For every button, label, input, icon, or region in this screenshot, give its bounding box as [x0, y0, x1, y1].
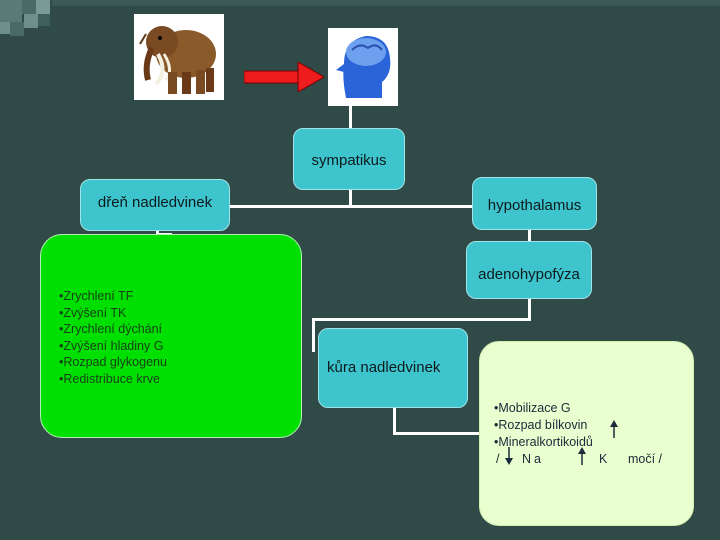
up-arrow-icon [609, 420, 619, 438]
sympathetic-effects-panel: •Zrychlení TF •Zvýšení TK •Zrychlení dýc… [40, 234, 302, 438]
down-arrow-icon [504, 447, 514, 465]
hypothalamus-node: hypothalamus [472, 177, 597, 230]
kura-nadledvinek-node: kůra nadledvinek [318, 328, 468, 408]
hypothalamus-label: hypothalamus [487, 197, 582, 214]
sympathetic-effects-list: •Zrychlení TF •Zvýšení TK •Zrychlení dýc… [59, 288, 167, 387]
adenohypofyza-label: adenohypofýza [478, 266, 580, 283]
sympatikus-label: sympatikus [311, 152, 387, 169]
brain-head-image [328, 28, 398, 106]
up-arrow-icon [577, 447, 587, 465]
moci-label: močí / [628, 452, 663, 466]
list-item: •Zrychlení dýchání [59, 322, 163, 336]
list-item: •Mineralkortikoidů [494, 435, 593, 449]
k-label: K [599, 452, 608, 466]
kura-nadledvinek-label: kůra nadledvinek [327, 359, 441, 376]
red-arrow-icon [243, 61, 326, 93]
sympatikus-node: sympatikus [293, 128, 405, 190]
list-item: •Rozpad bílkovin [494, 418, 588, 432]
slash-left: / [496, 452, 500, 466]
list-item: •Redistribuce krve [59, 371, 160, 386]
adenohypofyza-node: adenohypofýza [466, 241, 592, 299]
dren-nadledvinek-label: dřeň nadledvinek [97, 194, 213, 211]
list-item: / Na K močí / [494, 451, 704, 468]
list-item: •Zrychlení TF [59, 289, 134, 303]
dren-nadledvinek-node: dřeň nadledvinek [80, 179, 230, 231]
list-item: •Rozpad glykogenu [59, 355, 167, 369]
na-label: Na [522, 452, 544, 466]
mammoth-image [134, 14, 224, 100]
list-item: •Mobilizace G [494, 401, 571, 415]
list-item: •Zvýšení hladiny G [59, 338, 164, 353]
cortex-effects-panel: •Mobilizace G •Rozpad bílkovin •Mineralk… [479, 341, 694, 526]
cortex-effects-list: •Mobilizace G •Rozpad bílkovin •Mineralk… [494, 400, 704, 468]
list-item: •Zvýšení TK [59, 305, 127, 320]
